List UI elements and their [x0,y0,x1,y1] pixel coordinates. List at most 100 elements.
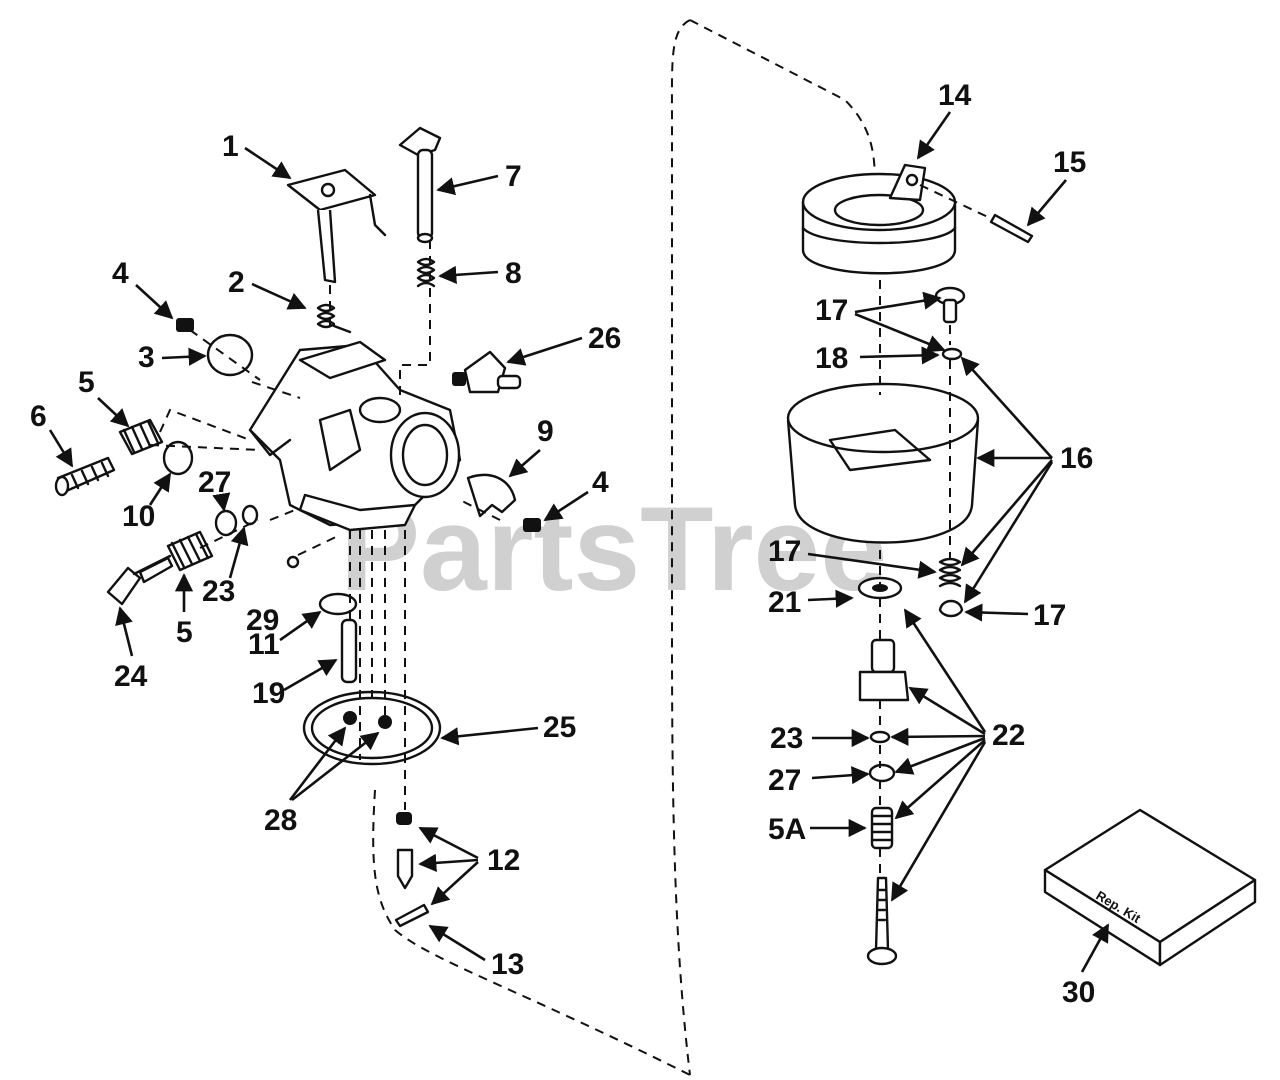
part-fuel-fitting [452,350,522,394]
leader-28-a [288,726,347,801]
part-carburetor-body [248,340,462,532]
callout-17-right: 17 [1033,599,1066,632]
leader-12-c [430,861,479,906]
part-spring-5A [870,806,894,850]
callout-7: 7 [505,160,522,193]
callout-5A: 5A [768,813,806,846]
callout-30: 30 [1062,976,1095,1009]
callout-17-top: 17 [815,294,848,327]
callout-2: 2 [228,266,245,299]
leader-16-a [960,356,1053,459]
callout-17-mid: 17 [768,535,801,568]
callout-26: 26 [588,322,621,355]
leader-1 [244,146,292,180]
callout-23-right: 23 [770,722,803,755]
pin-dashed-line [919,184,991,219]
part-clip-17 [938,599,964,618]
part-washer-18 [941,347,963,361]
leader-arrows [48,111,1110,973]
leader-23-left [228,526,249,579]
leader-10 [148,472,172,506]
callout-27-right: 27 [768,764,801,797]
part-hinge-pin [989,213,1034,244]
callout-4-left: 4 [112,257,129,290]
part-repair-kit-box: Rep. Kit [1043,808,1257,967]
callout-21: 21 [768,586,801,619]
callout-3: 3 [138,341,155,374]
group-separator-dashed-line [670,19,691,1076]
part-main-jet-screw [106,554,174,606]
leader-24 [115,606,134,657]
leader-8 [438,265,499,284]
leader-27-left [212,492,231,512]
leader-18 [859,346,940,365]
leader-14 [916,111,952,160]
leader-22-a [903,608,987,733]
leader-9 [508,449,541,478]
callout-10: 10 [122,500,155,533]
callout-27-left: 27 [198,466,231,499]
part-main-spring [166,530,214,572]
callout-9: 9 [537,415,554,448]
leader-12-b [418,853,479,872]
callout-11: 11 [248,628,280,661]
leader-30 [1080,923,1110,973]
part-throttle-plate [206,333,254,377]
callout-14: 14 [938,79,972,112]
leader-7 [436,174,499,196]
part-ball-29 [286,555,300,569]
part-choke-shaft [398,126,442,244]
callout-24: 24 [114,660,148,693]
leader-5-upper [97,397,130,428]
callout-5-upper: 5 [78,366,95,399]
callout-13: 13 [491,948,524,981]
part-float-hinge [888,163,927,202]
callout-18: 18 [815,342,848,375]
part-bowl-bolt-head [934,286,966,324]
part-washer-27-right [868,763,896,783]
leader-22-f [890,741,987,902]
callout-28: 28 [264,804,297,837]
part-needle-set-12 [396,812,414,890]
part-plug-28-a [343,711,357,725]
leader-17-top-b [854,312,946,353]
part-choke-spring [416,257,436,288]
leader-12-a [418,826,479,860]
leader-19 [283,658,338,692]
callout-6: 6 [30,400,47,433]
callout-22: 22 [992,719,1025,752]
leader-26 [506,336,583,366]
callout-29: 29 [246,604,279,637]
part-clip-13 [394,903,430,928]
callout-8: 8 [505,257,522,290]
part-screw-4-right [523,518,541,532]
leader-21 [807,589,854,608]
leader-22-e [894,739,986,820]
right-center-dashed-line [879,280,951,880]
part-float [801,172,957,275]
part-plug-28-b [378,715,392,729]
leader-16-d [963,461,1054,604]
leader-13 [428,924,486,962]
part-idle-screw [54,456,116,497]
part-needle-screw [866,876,898,966]
left-dashed-connectors [149,240,501,810]
leader-11 [279,610,322,642]
leader-4-right [543,490,589,522]
leader-4-left [135,284,174,320]
leader-2 [251,282,307,310]
callout-12: 12 [487,844,520,877]
callout-4-right: 4 [592,466,609,499]
part-bowl-spring [938,557,962,588]
part-screw-4-left [176,318,194,332]
part-bowl-nut [858,638,910,702]
leader-17-mid [807,552,937,579]
part-choke-plate [466,473,517,518]
callout-23-left: 23 [202,575,235,608]
leader-25 [440,726,539,746]
leader-3 [161,347,207,366]
part-tube-19 [340,618,358,684]
part-ring-23-left [241,504,259,526]
leader-27-right [811,766,870,785]
